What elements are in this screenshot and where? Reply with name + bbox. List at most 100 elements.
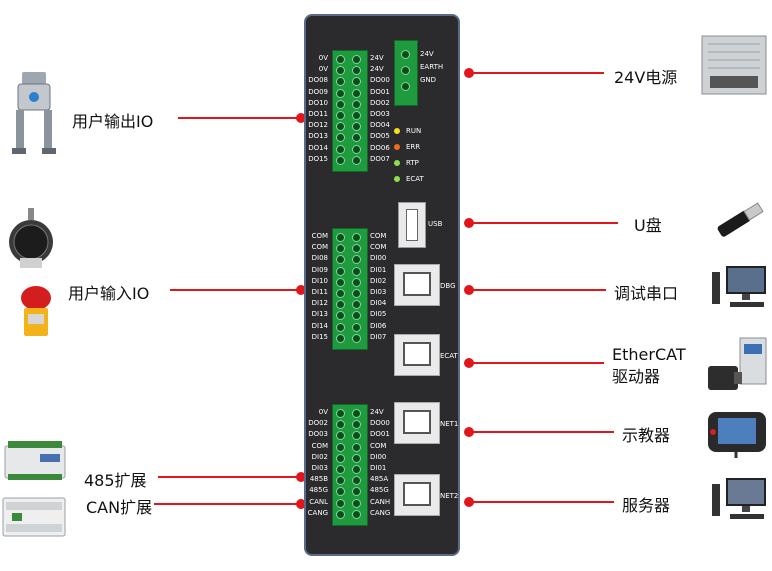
pin-right-label: DO00 — [370, 419, 390, 428]
power-supply-icon — [701, 35, 767, 95]
port-dbg[interactable] — [394, 264, 440, 306]
terminal-screw — [336, 442, 345, 452]
pin-left-label: 485B — [309, 475, 328, 484]
terminal-screw — [352, 66, 361, 76]
pin-left-label: DI13 — [311, 310, 328, 319]
pin-right-label: CANH — [370, 497, 391, 506]
line-user-input-io — [170, 289, 300, 291]
terminal-screw — [352, 111, 361, 120]
pin-right-label: DI06 — [370, 321, 387, 330]
terminal-screw — [352, 233, 361, 242]
terminal-screw — [336, 266, 345, 276]
pin-right-label: COM — [370, 441, 387, 450]
terminal-screw — [352, 476, 361, 486]
terminal-screw — [336, 133, 345, 143]
label-user-input-io: 用户输入IO — [68, 284, 150, 303]
port-socket — [403, 342, 431, 366]
pin-right-label: DO04 — [370, 121, 390, 130]
pin-right-label: DI02 — [370, 276, 387, 285]
pin-left-label: CANG — [307, 508, 328, 517]
terminal-screw — [352, 487, 361, 497]
gripper-icon — [12, 72, 56, 154]
line-server — [468, 501, 614, 503]
terminal-screw — [352, 442, 361, 452]
terminal-screw — [336, 487, 345, 497]
label-udisk: U盘 — [634, 216, 662, 235]
pin-left-label: DO09 — [308, 87, 328, 96]
port-label: ECAT — [440, 352, 458, 360]
pin-right-label: DI05 — [370, 310, 387, 319]
pin-right-label: 485A — [370, 475, 389, 484]
line-udisk — [468, 222, 618, 224]
led-label: ERR — [406, 143, 421, 151]
dot-user-output-io — [296, 113, 306, 123]
label-serial: 调试串口 — [614, 284, 679, 303]
encoder-icon — [9, 208, 53, 268]
pin-left-label: DI10 — [311, 276, 328, 285]
terminal-screw — [352, 55, 361, 64]
terminal-screw — [352, 155, 361, 165]
terminal-screw — [352, 277, 361, 287]
dot-can — [296, 499, 306, 509]
port-socket — [403, 482, 431, 506]
usb-port-label: USB — [428, 220, 443, 228]
pin-left-label: DO02 — [308, 419, 328, 428]
pin-right-label: DO03 — [370, 110, 390, 118]
port-net2[interactable] — [394, 474, 440, 516]
pin-left-label: DI12 — [311, 299, 328, 308]
terminal-screw — [336, 420, 345, 430]
pin-left-label: COM — [311, 243, 328, 252]
power-pin-label: EARTH — [420, 63, 444, 71]
pin-right-label: DO02 — [370, 98, 390, 107]
pin-left-label: CANL — [309, 497, 328, 506]
pin-right-label: 485G — [370, 486, 389, 495]
pin-right-label: DO01 — [370, 87, 390, 96]
line-serial — [468, 289, 606, 291]
teach-pendant-icon — [708, 412, 766, 458]
terminal-screw — [352, 77, 361, 87]
pin-left-label: DI03 — [311, 464, 328, 472]
port-socket — [403, 272, 431, 296]
terminal-screw — [352, 333, 361, 343]
terminal-screw — [352, 122, 361, 132]
usb-port[interactable] — [398, 202, 426, 248]
led-rtp-indicator — [394, 160, 400, 166]
label-can: CAN扩展 — [86, 498, 153, 517]
terminal-screw — [336, 431, 345, 441]
terminal-screw — [352, 99, 361, 109]
terminal-screw — [336, 311, 345, 321]
led-run-indicator — [394, 128, 400, 134]
terminal-screw — [352, 88, 361, 98]
led-err-indicator — [394, 144, 400, 150]
terminal-screw — [352, 255, 361, 265]
pin-left-label: 0V — [318, 65, 328, 74]
pin-left-label: DO15 — [308, 154, 328, 163]
terminal-screw — [336, 255, 345, 265]
pin-right-label: DI03 — [370, 288, 387, 296]
port-ecat[interactable] — [394, 334, 440, 376]
power-terminal-screw — [401, 50, 410, 59]
pin-left-label: COM — [311, 441, 328, 450]
terminal-screw — [352, 465, 361, 474]
pin-right-label: DI01 — [370, 265, 387, 274]
pin-right-label: DO05 — [370, 132, 390, 141]
terminal-screw — [336, 155, 345, 165]
terminal-screw — [336, 88, 345, 98]
pin-left-label: DO03 — [308, 430, 328, 439]
terminal-screw — [336, 244, 345, 254]
power-pin-label: GND — [420, 76, 437, 84]
pin-right-label: DO01 — [370, 430, 390, 439]
terminal-screw — [336, 465, 345, 474]
pin-right-label: 24V — [370, 65, 384, 74]
label-rs485: 485扩展 — [84, 471, 147, 490]
pin-left-label: DI14 — [311, 321, 328, 330]
pin-left-label: DI15 — [311, 332, 328, 341]
terminal-screw — [336, 111, 345, 120]
emergency-stop-icon — [21, 286, 51, 336]
terminal-screw — [336, 322, 345, 332]
dot-rs485 — [296, 472, 306, 482]
terminal-screw — [352, 144, 361, 154]
terminal-screw — [336, 300, 345, 310]
port-net1[interactable] — [394, 402, 440, 444]
